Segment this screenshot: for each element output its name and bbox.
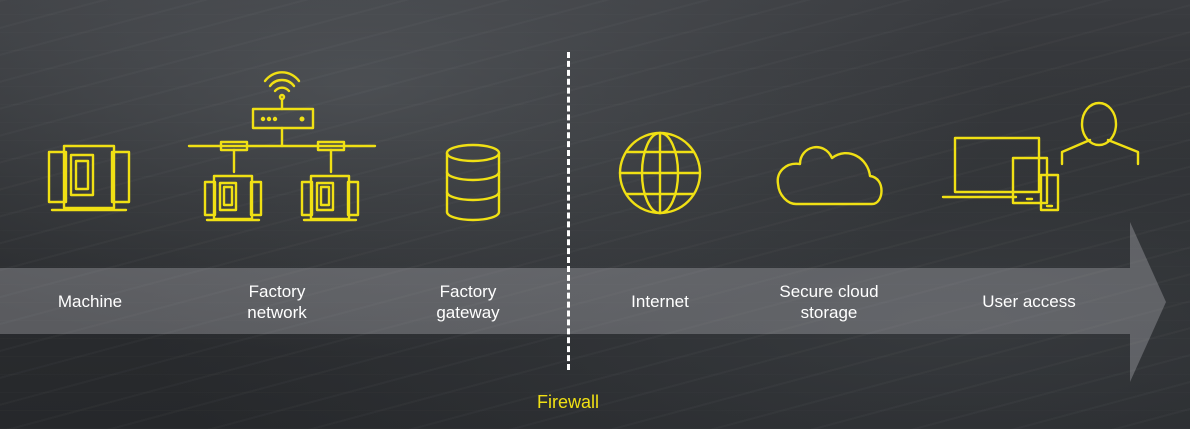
step-label-secure-cloud-storage: Secure cloud storage bbox=[779, 282, 879, 322]
machine-icon bbox=[47, 144, 131, 212]
database-icon bbox=[445, 143, 501, 222]
flow-arrow-head bbox=[1130, 222, 1166, 382]
user-devices-icon bbox=[941, 101, 1140, 212]
factory-network-icon bbox=[187, 71, 377, 222]
globe-icon bbox=[618, 131, 702, 215]
step-label-user-access: User access bbox=[982, 292, 1076, 311]
firewall-divider bbox=[567, 52, 570, 370]
step-label-factory-network: Factory network bbox=[247, 282, 307, 322]
firewall-label: Firewall bbox=[536, 392, 600, 412]
flow-band bbox=[0, 268, 1130, 334]
step-label-machine: Machine bbox=[57, 292, 123, 311]
step-label-internet: Internet bbox=[631, 292, 689, 311]
step-label-factory-gateway: Factory gateway bbox=[436, 282, 500, 322]
cloud-icon bbox=[776, 146, 883, 206]
